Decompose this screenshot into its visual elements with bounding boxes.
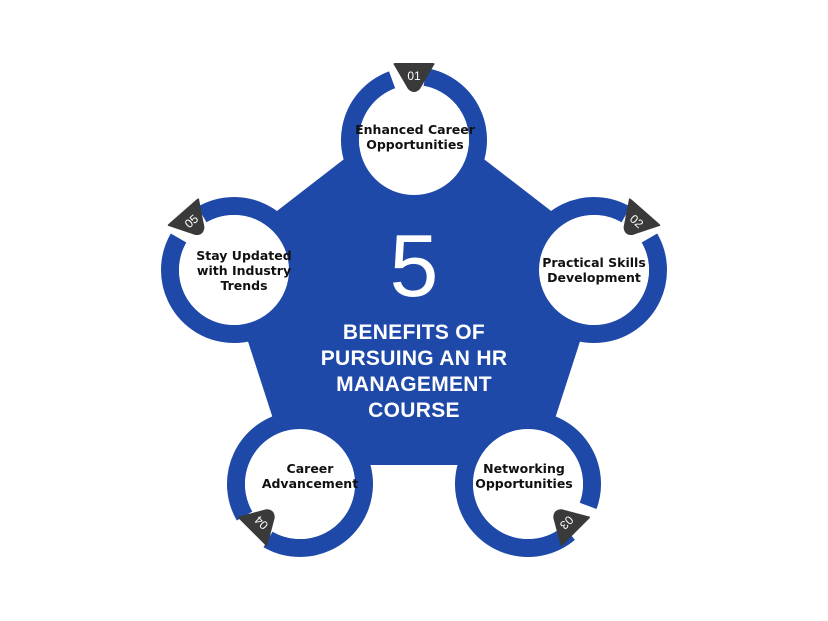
number-badge-4: 04: [237, 509, 275, 547]
badge-shape-5: [167, 198, 205, 235]
benefit-label-3: Networking Opportunities: [475, 461, 573, 491]
number-badge-3: 03: [553, 509, 591, 547]
benefit-label-1: Enhanced Career Opportunities: [355, 122, 475, 152]
ring-arc-2: [521, 197, 667, 343]
benefit-label-2: Practical Skills Development: [542, 255, 646, 285]
number-badge-5: 05: [167, 198, 205, 235]
node-circle-2: [539, 215, 649, 325]
center-title: BENEFITS OF PURSUING AN HR MANAGEMENT CO…: [320, 321, 508, 422]
center-number: 5: [389, 216, 439, 315]
number-badge-1: 01: [393, 63, 435, 92]
node-circle-5: [179, 215, 289, 325]
number-badge-2: 02: [623, 198, 661, 235]
number-badges: 01 02 03 04 05: [167, 63, 661, 547]
badge-shape-1: [393, 63, 435, 92]
badge-shape-4: [237, 509, 275, 547]
badge-shape-3: [553, 509, 591, 547]
center-pentagon: [220, 105, 608, 465]
ring-arcs: [161, 68, 667, 557]
benefit-label-4: Career Advancement: [261, 461, 359, 491]
ring-arc-5: [161, 197, 307, 343]
ring-arc-3: [455, 411, 601, 557]
badge-shape-2: [623, 198, 661, 235]
ring-arc-1: [341, 68, 487, 213]
badge-number-1: 01: [407, 69, 421, 83]
node-circle-1: [359, 85, 469, 195]
ring-arc-4: [227, 411, 373, 557]
benefit-label-5: Stay Updated with Industry Trends: [196, 248, 292, 293]
